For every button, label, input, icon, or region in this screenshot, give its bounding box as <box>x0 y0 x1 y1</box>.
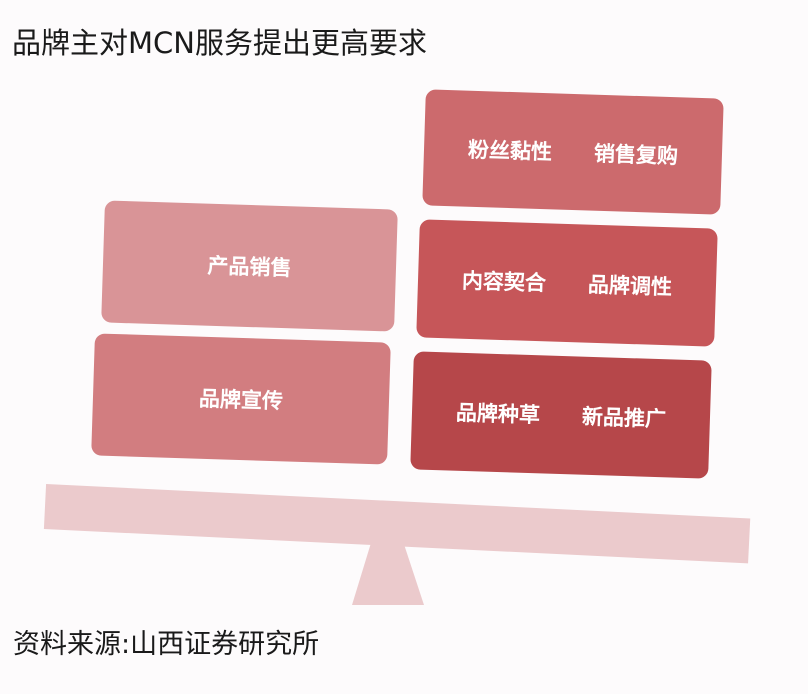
box-content-fit: 内容契合 品牌调性 <box>416 219 718 347</box>
box-fan-loyalty: 粉丝黏性 销售复购 <box>422 89 724 215</box>
box-product-sales: 产品销售 <box>101 200 398 332</box>
box-label-1: 粉丝黏性 <box>467 137 553 165</box>
box-label: 品牌宣传 <box>198 386 284 414</box>
box-label-2: 品牌调性 <box>587 272 673 300</box>
seesaw-fulcrum-icon <box>352 520 424 605</box>
box-label: 产品销售 <box>207 253 292 281</box>
diagram-title: 品牌主对MCN服务提出更高要求 <box>12 26 427 60</box>
box-brand-promotion: 品牌宣传 <box>91 333 391 465</box>
box-brand-seeding: 品牌种草 新品推广 <box>410 351 712 479</box>
source-note: 资料来源:山西证券研究所 <box>13 629 320 660</box>
box-label-1: 内容契合 <box>461 268 547 296</box>
box-label-2: 新品推广 <box>581 404 667 432</box>
box-label-2: 销售复购 <box>593 141 679 169</box>
box-label-1: 品牌种草 <box>455 400 541 428</box>
